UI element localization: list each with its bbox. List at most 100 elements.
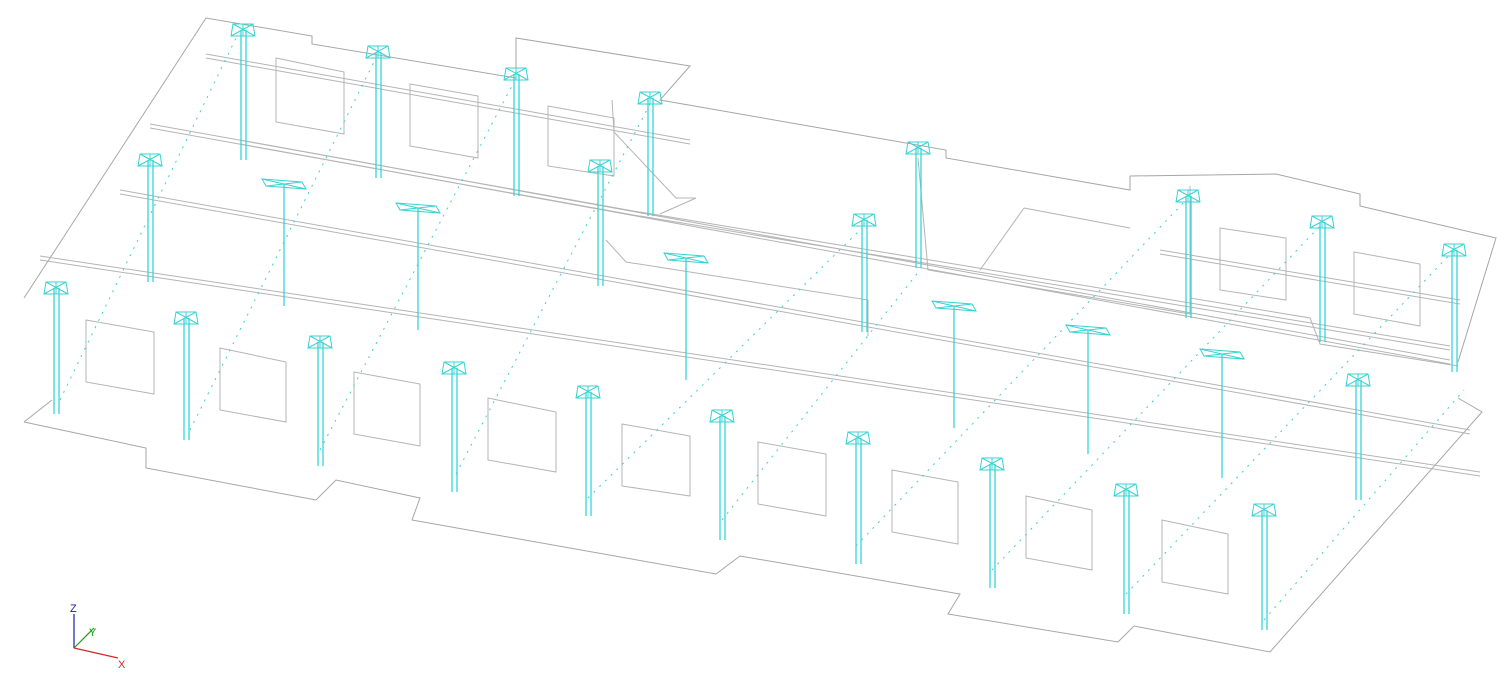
column (503, 67, 529, 196)
column (441, 361, 467, 492)
cross-beam (1125, 247, 1457, 595)
column (587, 159, 613, 286)
column-cap-diagonal (845, 431, 869, 445)
column-cap-diagonal (853, 213, 877, 227)
x-axis-line (73, 647, 119, 659)
beam-line (119, 189, 1471, 431)
column-cap-diagonal (139, 153, 163, 167)
hanger-plate-diagonal (399, 205, 437, 211)
column-cap-diagonal (505, 67, 529, 81)
column-cap-diagonal (175, 311, 199, 325)
column-cap-diagonal (173, 311, 197, 325)
column (1251, 503, 1277, 630)
column-cap-diagonal (905, 141, 929, 155)
column-cap-diagonal (307, 335, 331, 349)
hanger (931, 300, 977, 428)
hanger-plate-diagonal (935, 303, 973, 309)
column-cap (1441, 243, 1467, 257)
column (709, 409, 735, 540)
column-cap-diagonal (907, 141, 931, 155)
cross-beam (455, 103, 651, 475)
column (1113, 483, 1139, 614)
hanger (663, 252, 709, 380)
column (575, 385, 601, 516)
roof-slab-outline (23, 17, 1497, 363)
column (43, 281, 69, 414)
column-cap-diagonal (589, 159, 613, 173)
column (1309, 215, 1335, 342)
beam-line (119, 193, 1471, 435)
window-opening (757, 441, 827, 517)
window-opening (275, 57, 345, 135)
beam-grid (39, 33, 1481, 621)
column (1175, 189, 1201, 318)
column (851, 213, 877, 332)
column (137, 153, 163, 282)
beam-line (205, 53, 691, 141)
hanger (1065, 324, 1111, 454)
beam-line (639, 211, 1451, 347)
cross-beam (319, 81, 515, 451)
window-opening (1161, 519, 1229, 595)
column-cap-diagonal (441, 361, 465, 375)
column-cap-diagonal (639, 91, 663, 105)
window-opening (547, 105, 615, 177)
column-cap-diagonal (232, 23, 256, 37)
window-opening (891, 469, 959, 545)
column-cap-diagonal (981, 457, 1005, 471)
column-cap-diagonal (1175, 189, 1199, 203)
column-cap-diagonal (847, 431, 871, 445)
hanger-plate-diagonal (667, 255, 705, 261)
beam-line (205, 57, 691, 145)
column (307, 335, 333, 466)
cross-beam (587, 229, 861, 499)
window-opening (1025, 495, 1093, 571)
column (637, 91, 663, 216)
column-cap-diagonal (1347, 373, 1371, 387)
roof-step-line (605, 239, 869, 336)
column-cap-diagonal (1251, 503, 1275, 517)
beam-line (1159, 253, 1461, 305)
column-cap-diagonal (711, 409, 735, 423)
hanger (1199, 348, 1245, 478)
beam-line (639, 215, 1451, 351)
interior-hangers (261, 178, 1245, 478)
column-cap-diagonal (577, 385, 601, 399)
base-slab-edge (23, 399, 53, 423)
window-opening (219, 347, 287, 423)
roof-step-line-3 (979, 207, 1025, 271)
column-cap-diagonal (979, 457, 1003, 471)
axis-triad: Z Y X (70, 603, 126, 671)
column-cap-diagonal (637, 91, 661, 105)
cross-beam (59, 33, 239, 401)
column-cap-diagonal (1441, 243, 1465, 257)
window-opening (1219, 227, 1287, 301)
roof-step-line-2 (917, 157, 1191, 315)
roof-step-line-4 (1023, 207, 1131, 229)
hanger-plate-diagonal (1203, 351, 1241, 357)
beam-line (39, 255, 1481, 473)
column (365, 45, 391, 178)
beam-line (1159, 249, 1461, 301)
column (845, 431, 871, 564)
column-cap-diagonal (587, 159, 611, 173)
column-cap-diagonal (137, 153, 161, 167)
column-cap-diagonal (1309, 215, 1333, 229)
column-cap-diagonal (367, 45, 391, 59)
roof-opening-1 (611, 99, 697, 215)
cross-beam (1263, 389, 1465, 621)
column-cap-diagonal (575, 385, 599, 399)
cross-beam (721, 269, 921, 521)
column-cap-diagonal (503, 67, 527, 81)
building-outline-lines (23, 17, 1497, 653)
column-cap-diagonal (1311, 215, 1335, 229)
x-axis-label: X (118, 659, 126, 671)
columns (43, 23, 1467, 630)
column (230, 23, 256, 160)
column-cap-diagonal (309, 335, 333, 349)
column (173, 311, 199, 440)
column-cap-diagonal (365, 45, 389, 59)
column-cap-diagonal (443, 361, 467, 375)
